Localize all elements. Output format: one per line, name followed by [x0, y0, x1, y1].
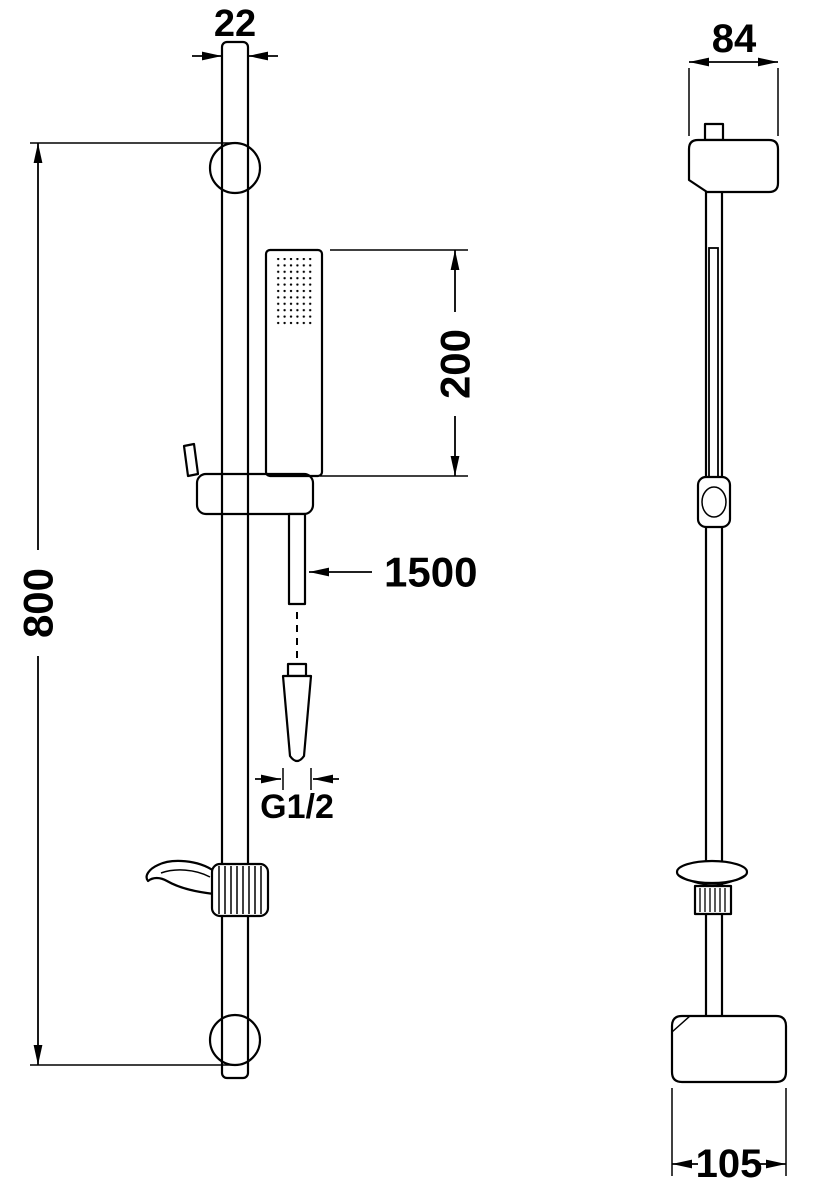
soap-dish-collar — [210, 862, 270, 918]
top-bracket-cap — [703, 122, 725, 142]
dim-thread: G1/2 — [255, 768, 339, 826]
soap-dish-side — [675, 859, 749, 916]
dim-top-bracket-width-label: 84 — [712, 17, 757, 61]
dim-top-bracket-width: 84 — [688, 17, 779, 136]
dim-rail-width-label: 22 — [214, 3, 256, 45]
dim-hose-length: 1500 — [309, 549, 477, 596]
dim-bar-height: 800 — [15, 142, 237, 1066]
soap-dish-rim-side — [675, 859, 749, 885]
bottom-bracket-edge-line — [671, 1015, 691, 1033]
dim-hose-length-label: 1500 — [384, 549, 477, 596]
slider-bracket — [195, 472, 315, 516]
hand-shower — [264, 248, 324, 478]
dim-handshower-length-label: 200 — [432, 329, 479, 399]
dim-rail-width: 22 — [192, 3, 278, 61]
soap-dish-collar-ribs — [218, 866, 262, 914]
dim-bar-height-label: 800 — [15, 568, 62, 638]
hose-connector — [281, 662, 313, 763]
hand-shower-profile — [708, 247, 719, 479]
dim-handshower-length: 200 — [320, 249, 479, 477]
dim-bottom-bracket-width: 105 — [671, 1088, 787, 1186]
spray-face — [274, 258, 314, 328]
front-view: 22 800 200 — [15, 3, 479, 1080]
slider-lock-lever — [182, 442, 200, 478]
slide-rail-front — [220, 40, 250, 1080]
soap-dish-tray — [145, 859, 216, 896]
shower-hose-upper — [287, 512, 307, 606]
bottom-bracket-side — [670, 1014, 788, 1084]
soap-dish-collar-side-ribs — [699, 888, 726, 912]
side-view: 84 — [670, 17, 788, 1186]
slider-bracket-side — [696, 475, 732, 529]
dim-bottom-bracket-width-label: 105 — [696, 1142, 763, 1186]
top-bracket-side — [687, 138, 780, 194]
dim-thread-label: G1/2 — [260, 788, 334, 826]
soap-dish — [145, 859, 270, 918]
